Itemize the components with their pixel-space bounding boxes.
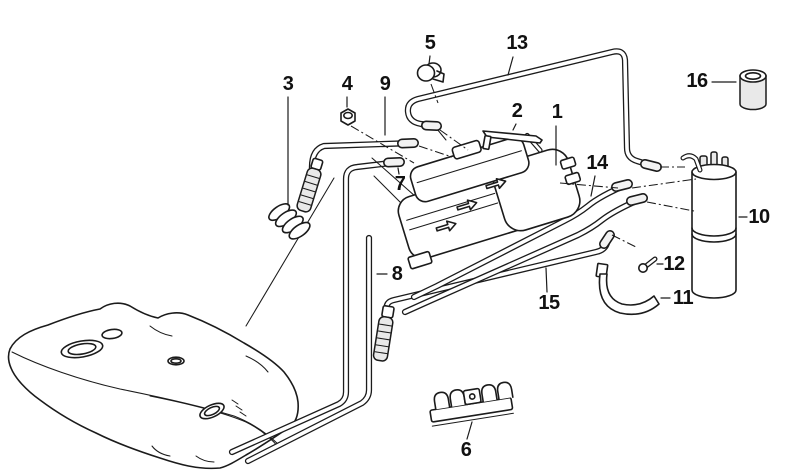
hose-clamp-part-5 [416, 62, 445, 83]
bolt-part-12 [637, 256, 658, 273]
callout-5[interactable]: 5 [424, 32, 436, 54]
callout-3[interactable]: 3 [282, 73, 294, 95]
callout-4[interactable]: 4 [341, 73, 353, 95]
filter-inlet-elbow [680, 153, 703, 173]
pipe-14a [410, 179, 633, 301]
callout-10[interactable]: 10 [748, 206, 770, 228]
callout-14[interactable]: 14 [586, 152, 608, 174]
callout-leaders [287, 55, 748, 440]
tank-hole-lower [199, 402, 225, 420]
fuel-tank-outline [7, 302, 299, 470]
pipe-9-ribbed-hose-end [296, 157, 324, 213]
tank-hole-small-2 [167, 356, 185, 366]
spring-clip-part-3 [268, 203, 311, 240]
filter-bracket-part-11 [595, 262, 660, 316]
pipe-15 [372, 230, 615, 362]
rubber-sleeve-part-16 [739, 69, 767, 111]
callout-6[interactable]: 6 [460, 439, 472, 461]
callout-15[interactable]: 15 [538, 292, 560, 314]
callout-9[interactable]: 9 [379, 73, 391, 95]
callout-8[interactable]: 8 [391, 263, 403, 285]
hex-nut-part-4 [340, 108, 356, 126]
assembly-dashdot-lines [350, 83, 697, 248]
pipe-15-ribbed-hose-end [372, 304, 395, 362]
pipe-13 [404, 48, 662, 172]
pipe-7 [228, 157, 405, 456]
callout-2[interactable]: 2 [511, 100, 523, 122]
callout-7[interactable]: 7 [394, 173, 406, 195]
tank-hole-small-1 [101, 328, 123, 340]
assembly-line-hose-to-tank [245, 177, 335, 327]
canister-arrows [435, 177, 507, 232]
fuel-filter [680, 151, 737, 299]
callout-12[interactable]: 12 [663, 253, 685, 275]
pipe-8 [244, 234, 373, 465]
callout-11[interactable]: 11 [672, 287, 694, 309]
tank-filler-opening [60, 339, 104, 359]
pipe-14b [401, 193, 648, 316]
pipe-clip-rail-part-6 [429, 381, 514, 427]
canister-assembly [397, 132, 582, 270]
callout-13[interactable]: 13 [506, 32, 528, 54]
pipe-9 [296, 138, 419, 213]
lever-part-2 [482, 130, 543, 151]
callout-16[interactable]: 16 [686, 70, 708, 92]
callout-1[interactable]: 1 [551, 101, 563, 123]
assembly-line-c [436, 128, 447, 141]
